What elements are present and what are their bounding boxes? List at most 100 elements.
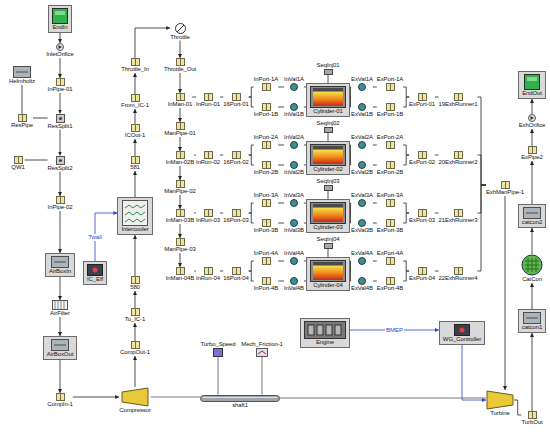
component-symbol bbox=[523, 207, 541, 219]
flow-connection bbox=[514, 400, 521, 415]
symbol-part bbox=[454, 210, 462, 217]
component-label: 16Port-04 bbox=[223, 275, 248, 282]
symbol-part bbox=[180, 152, 181, 158]
component-symbol bbox=[386, 83, 395, 91]
symbol-part bbox=[236, 152, 237, 158]
symbol-part bbox=[422, 152, 423, 158]
component-label: 21ExhRunner3 bbox=[439, 217, 478, 224]
symbol-part bbox=[527, 77, 537, 81]
component-symbol bbox=[56, 393, 65, 401]
component-symbol bbox=[176, 93, 185, 101]
symbol-part bbox=[311, 203, 346, 224]
flow-connection bbox=[532, 333, 533, 411]
component-label: ExPort-03 bbox=[409, 217, 435, 224]
symbol-part bbox=[232, 268, 240, 275]
component-symbol bbox=[454, 324, 470, 336]
component-label: 16Port-03 bbox=[223, 217, 248, 224]
component-label: Turbine bbox=[490, 410, 509, 417]
symbol-part bbox=[266, 162, 267, 168]
flow-connection bbox=[60, 33, 61, 43]
component-symbol bbox=[176, 58, 185, 66]
symbol-part bbox=[131, 309, 139, 316]
symbol-part bbox=[262, 278, 270, 285]
component-node: ExPort-4B bbox=[377, 277, 403, 292]
component-symbol bbox=[418, 209, 427, 217]
component-symbol bbox=[324, 127, 333, 133]
flow-connection bbox=[373, 107, 377, 108]
component-label: InVal4B bbox=[284, 285, 304, 292]
component-label: From_IC-1 bbox=[121, 102, 149, 109]
component-label: Throttle_Out bbox=[164, 66, 196, 73]
symbol-part bbox=[308, 325, 314, 335]
component-symbol bbox=[200, 395, 280, 402]
component-node: ExPort-3B bbox=[377, 219, 403, 234]
component-symbol bbox=[176, 238, 185, 246]
component-node: InPort-1B bbox=[254, 103, 278, 118]
component-label: ResSplit1 bbox=[48, 123, 73, 130]
component-node: SeqInj03 bbox=[317, 178, 340, 191]
symbol-part bbox=[531, 116, 535, 120]
symbol-part bbox=[266, 142, 267, 148]
component-symbol bbox=[262, 141, 271, 149]
component-symbol bbox=[418, 151, 427, 159]
component-label: CompIn-1 bbox=[47, 401, 73, 408]
symbol-part bbox=[258, 351, 266, 354]
component-box: Cylinder-02 bbox=[306, 141, 350, 175]
flow-connection bbox=[477, 185, 486, 271]
component-symbol bbox=[310, 144, 346, 166]
component-label: EndOut bbox=[522, 90, 542, 97]
symbol-part bbox=[359, 104, 366, 111]
component-label: InPipe-01 bbox=[48, 86, 73, 93]
flow-connection bbox=[220, 271, 223, 272]
component-label: 16Port-02 bbox=[223, 159, 248, 166]
component-label: SeqInj02 bbox=[317, 120, 340, 127]
symbol-part bbox=[204, 152, 212, 159]
component-symbol bbox=[324, 243, 333, 249]
symbol-part bbox=[501, 182, 509, 189]
flow-connection bbox=[373, 261, 377, 262]
signal-connection bbox=[462, 345, 486, 400]
flow-connection bbox=[278, 165, 284, 166]
component-label: IC_Eff bbox=[87, 276, 103, 283]
flow-connection bbox=[194, 155, 196, 156]
component-label: Cylinder-01 bbox=[313, 108, 343, 115]
symbol-part bbox=[125, 212, 145, 215]
flow-connection bbox=[249, 97, 254, 107]
symbol-part bbox=[324, 70, 332, 75]
component-label: ExPort-2B bbox=[377, 169, 403, 176]
component-symbol bbox=[501, 181, 510, 189]
component-symbol bbox=[290, 199, 298, 207]
component-node: ExVal1B bbox=[351, 103, 373, 118]
component-symbol bbox=[204, 209, 213, 217]
symbol-part bbox=[55, 301, 56, 309]
flow-connection bbox=[373, 87, 377, 88]
symbol-part bbox=[58, 116, 61, 119]
flow-connection bbox=[180, 166, 181, 180]
flow-connection bbox=[373, 145, 377, 146]
symbol-part bbox=[262, 220, 270, 227]
component-symbol bbox=[176, 267, 185, 275]
component-label: InVal4A bbox=[284, 250, 304, 257]
component-node: InPort-4A bbox=[254, 250, 278, 265]
flow-connection bbox=[135, 139, 136, 156]
flow-connection bbox=[328, 133, 329, 141]
component-label: InVal3B bbox=[284, 227, 304, 234]
component-symbol bbox=[358, 219, 366, 227]
component-symbol bbox=[262, 83, 271, 91]
component-node: InMan-02B bbox=[166, 151, 194, 166]
symbol-part bbox=[390, 84, 391, 90]
flow-connection bbox=[373, 281, 377, 282]
component-label: ExVal3B bbox=[351, 227, 373, 234]
component-label: AirBoxIn bbox=[49, 268, 71, 275]
component-symbol bbox=[262, 199, 271, 207]
symbol-part bbox=[335, 325, 341, 335]
component-node: ExVal4B bbox=[351, 277, 373, 292]
flow-connection bbox=[435, 155, 439, 156]
component-symbol bbox=[528, 114, 536, 122]
component-label: 581 bbox=[130, 164, 140, 171]
component-symbol bbox=[358, 161, 366, 169]
flow-connection bbox=[73, 397, 119, 398]
component-label: InPort-2A bbox=[254, 134, 278, 141]
component-label: Throttle_In bbox=[121, 66, 149, 73]
symbol-part bbox=[16, 72, 28, 73]
